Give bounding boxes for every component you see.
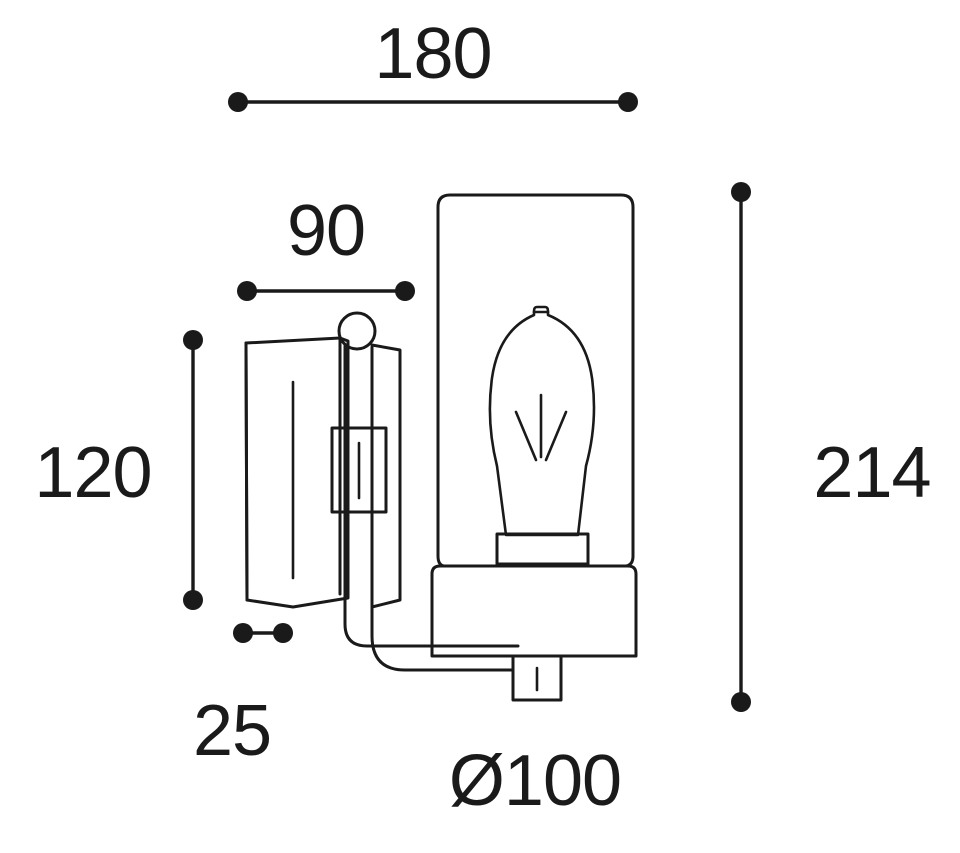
dimension-25: 25 (193, 623, 293, 771)
bulb-filament (514, 393, 568, 462)
dimension-90: 90 (237, 191, 415, 301)
base-housing (430, 564, 638, 658)
dimension-diameter-100: Ø100 (449, 741, 622, 821)
dimension-180-label: 180 (374, 14, 491, 94)
dimension-180: 180 (228, 14, 638, 112)
bulb-socket (495, 532, 590, 566)
dimension-214: 214 (731, 182, 932, 712)
dimension-120-label: 120 (34, 433, 151, 513)
arm-adjuster-block (330, 426, 388, 514)
dimension-diameter-100-label: Ø100 (449, 741, 621, 821)
wall-plate-side (370, 343, 402, 609)
dimension-120: 120 (34, 330, 203, 610)
ball-joint (337, 311, 377, 351)
support-arm (343, 344, 520, 672)
glass-shade (436, 193, 635, 568)
dimension-214-label: 214 (813, 433, 930, 513)
dimension-25-label: 25 (193, 691, 271, 771)
cable-gland (511, 654, 563, 702)
dimension-90-label: 90 (287, 191, 365, 271)
